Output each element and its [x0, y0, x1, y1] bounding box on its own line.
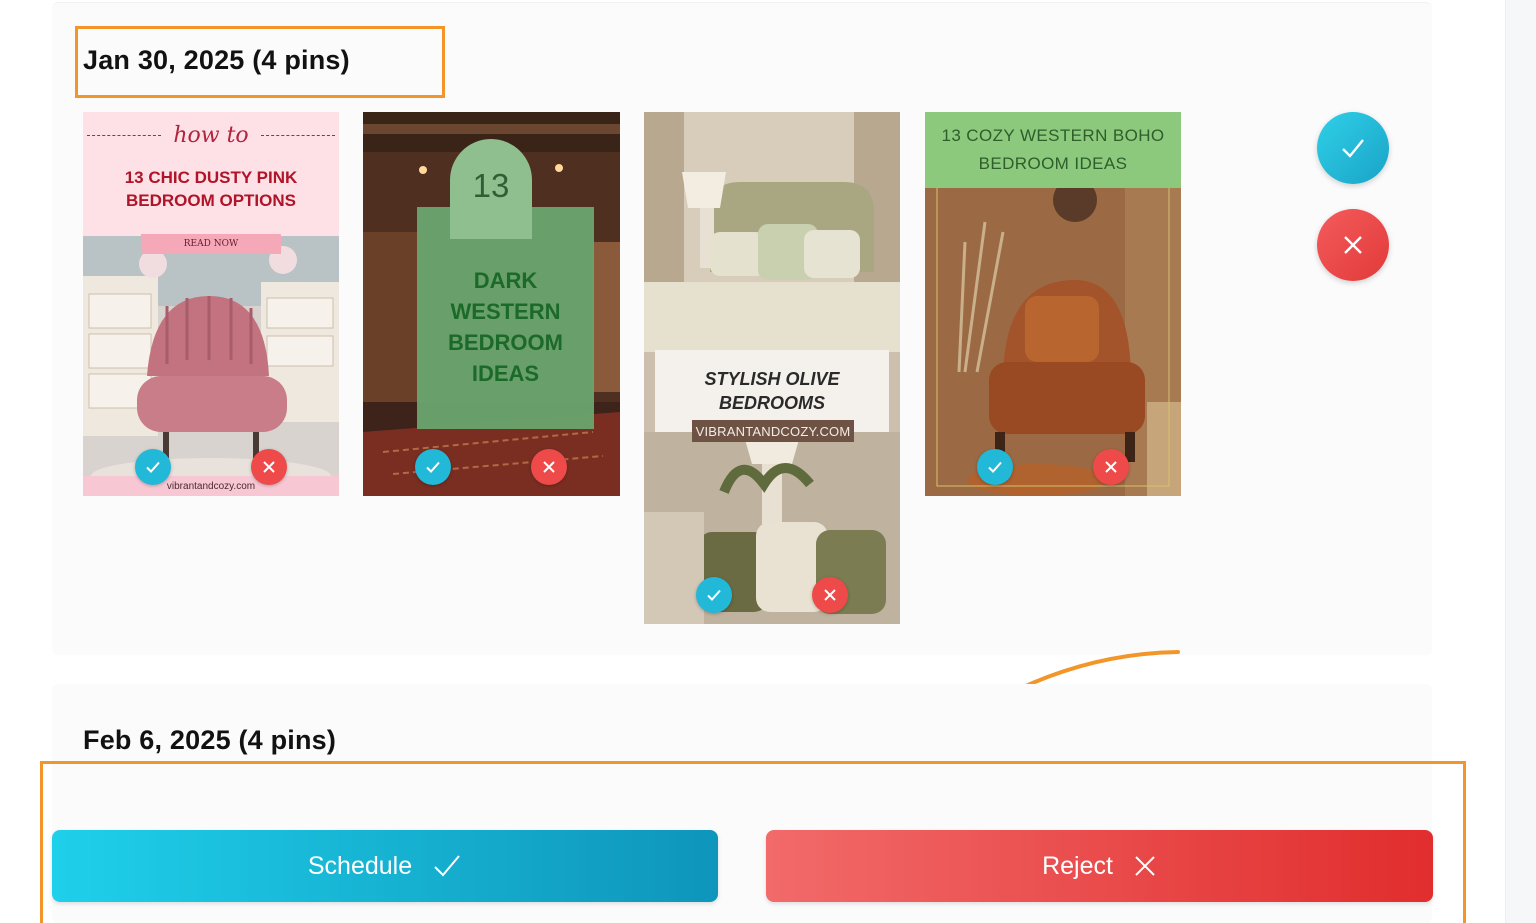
pin-card[interactable]: how to 13 CHIC DUSTY PINK BEDROOM OPTION… — [83, 112, 339, 496]
checkmark-icon — [426, 461, 440, 473]
approve-pin-button[interactable] — [415, 449, 451, 485]
pin-title: 13 CHIC DUSTY PINK BEDROOM OPTIONS — [124, 168, 298, 210]
checkmark-icon — [707, 589, 721, 601]
reject-pin-button[interactable] — [531, 449, 567, 485]
pin-title: STYLISH OLIVE BEDROOMS — [655, 350, 889, 432]
action-bar-highlight-box — [40, 761, 1466, 923]
checkmark-icon — [434, 855, 460, 877]
close-icon — [263, 461, 275, 473]
pin-read-now-label: READ NOW — [141, 234, 281, 254]
checkmark-icon — [988, 461, 1002, 473]
pin-card[interactable]: STYLISH OLIVE BEDROOMS VIBRANTANDCOZY.CO… — [644, 112, 900, 624]
pin-title: DARK WESTERN BEDROOM IDEAS — [448, 268, 563, 386]
close-icon — [543, 461, 555, 473]
close-icon — [1344, 236, 1362, 254]
close-icon — [1105, 461, 1117, 473]
pin-title: 13 COZY WESTERN BOHO BEDROOM IDEAS — [925, 112, 1181, 188]
schedule-button[interactable]: Schedule — [52, 830, 718, 902]
pin-script-text: how to — [173, 122, 249, 148]
schedule-button-label: Schedule — [307, 851, 413, 880]
heading-highlight-box — [75, 26, 445, 98]
pin-site-url: vibrantandcozy.com — [83, 476, 339, 496]
checkmark-icon — [1342, 139, 1364, 158]
reject-pin-button[interactable] — [812, 577, 848, 613]
pin-card[interactable]: 13 COZY WESTERN BOHO BEDROOM IDEAS — [925, 112, 1181, 496]
approve-pin-button[interactable] — [977, 449, 1013, 485]
approve-pin-button[interactable] — [135, 449, 171, 485]
pin-site-url: VIBRANTANDCOZY.COM — [692, 420, 854, 442]
reject-button[interactable]: Reject — [766, 830, 1433, 902]
group-date-heading: Feb 6, 2025 (4 pins) — [83, 725, 337, 755]
reject-all-button[interactable] — [1317, 209, 1389, 281]
group-date-heading: Jan 30, 2025 (4 pins) — [83, 45, 350, 75]
close-icon — [824, 589, 836, 601]
approve-pin-button[interactable] — [696, 577, 732, 613]
approve-all-button[interactable] — [1317, 112, 1389, 184]
reject-pin-button[interactable] — [1093, 449, 1129, 485]
pin-number-badge: 13 — [450, 139, 532, 239]
checkmark-icon — [146, 461, 160, 473]
pin-card[interactable]: 13 DARK WESTERN BEDROOM IDEAS — [363, 112, 620, 496]
reject-pin-button[interactable] — [251, 449, 287, 485]
close-icon — [1135, 856, 1155, 876]
scrollbar-track[interactable] — [1505, 0, 1536, 923]
reject-button-label: Reject — [1042, 851, 1113, 880]
